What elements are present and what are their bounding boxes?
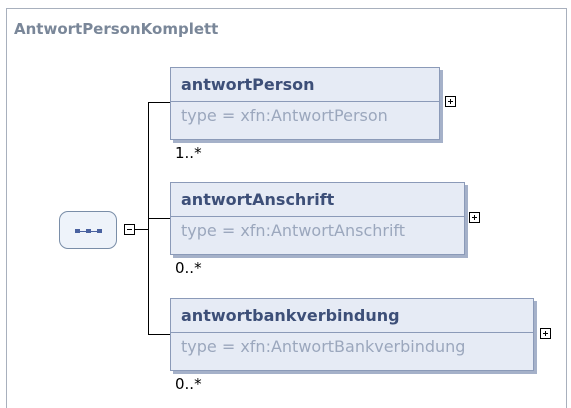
expand-toggle-antwortPerson[interactable] — [445, 96, 456, 107]
sequence-compositor[interactable] — [59, 211, 117, 249]
element-antwortbankverbindung[interactable]: antwortbankverbindung type = xfn:Antwort… — [170, 298, 534, 371]
expand-toggle-antwortbankverbindung[interactable] — [540, 328, 551, 339]
element-divider — [171, 101, 439, 102]
sequence-connector — [135, 229, 149, 230]
element-type: type = xfn:AntwortPerson — [181, 106, 388, 125]
frame-title: AntwortPersonKomplett — [14, 20, 219, 38]
branch-line-antwortPerson — [148, 102, 170, 103]
element-antwortPerson[interactable]: antwortPerson type = xfn:AntwortPerson — [170, 67, 440, 140]
element-type: type = xfn:AntwortBankverbindung — [181, 337, 466, 356]
cardinality-antwortbankverbindung: 0..* — [175, 375, 202, 393]
minus-icon — [127, 229, 132, 230]
cardinality-antwortPerson: 1..* — [175, 144, 202, 162]
element-name: antwortPerson — [181, 75, 315, 94]
branch-line-antwortbankverbindung — [148, 334, 170, 335]
cardinality-antwortAnschrift: 0..* — [175, 259, 202, 277]
element-name: antwortbankverbindung — [181, 306, 400, 325]
sequence-collapse-toggle[interactable] — [124, 224, 135, 235]
branch-line-antwortAnschrift — [148, 218, 170, 219]
expand-toggle-antwortAnschrift[interactable] — [469, 212, 480, 223]
element-name: antwortAnschrift — [181, 190, 335, 209]
element-divider — [171, 332, 533, 333]
element-type: type = xfn:AntwortAnschrift — [181, 221, 406, 240]
element-divider — [171, 216, 464, 217]
sequence-compositor-icon — [75, 229, 103, 233]
element-antwortAnschrift[interactable]: antwortAnschrift type = xfn:AntwortAnsch… — [170, 182, 465, 255]
